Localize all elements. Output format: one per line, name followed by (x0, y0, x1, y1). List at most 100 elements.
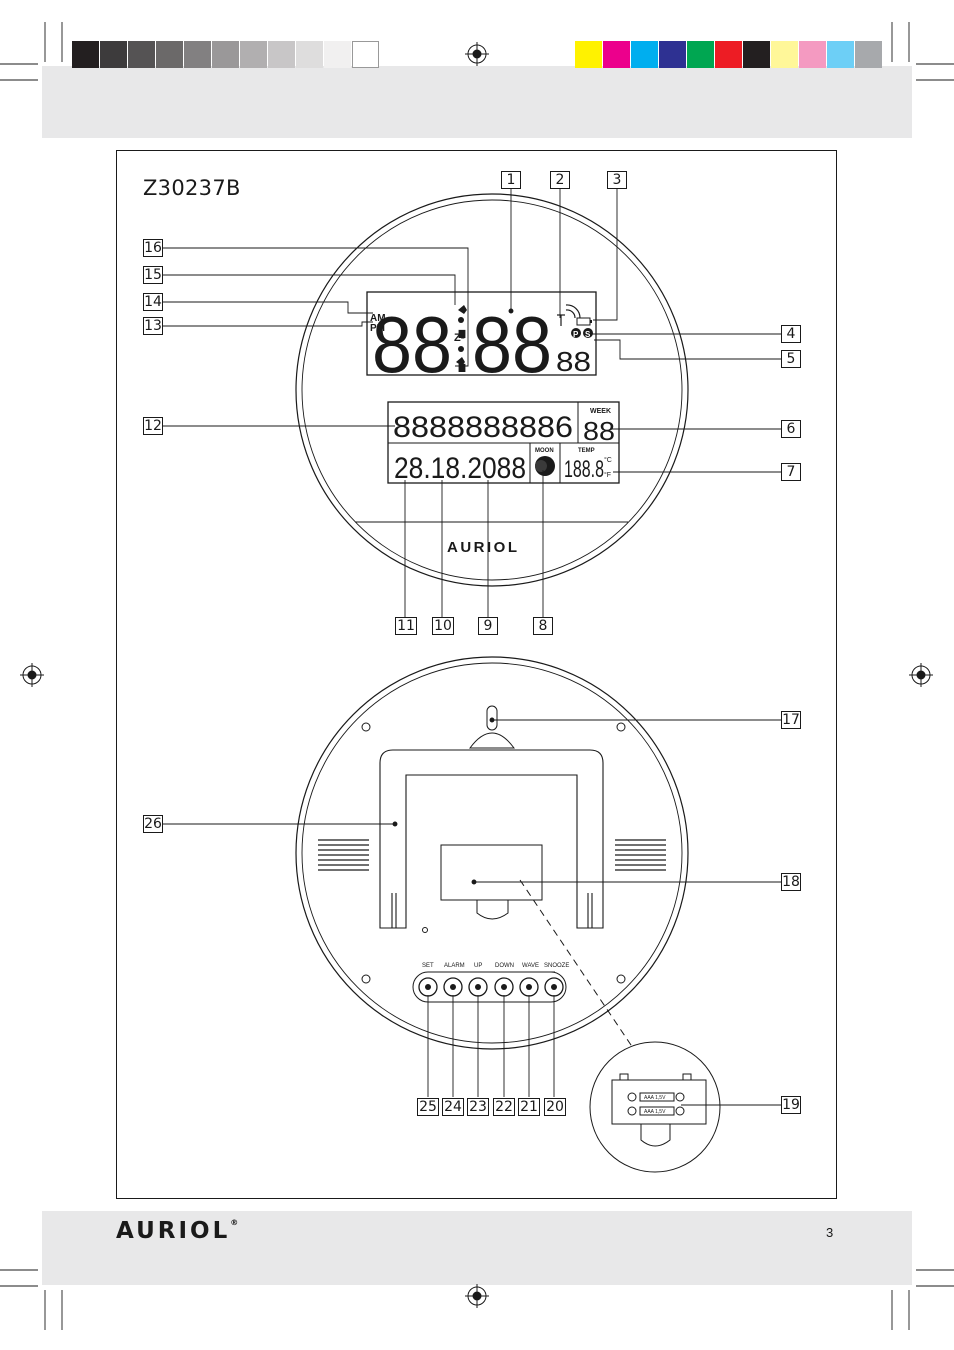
callout-15: 15 (143, 266, 163, 284)
model-number: Z30237B (143, 176, 241, 200)
color-swatch (771, 41, 798, 68)
trademark-mark: ® (230, 1218, 239, 1227)
lcd-text-row: 8888888886 (393, 411, 573, 444)
callout-14: 14 (143, 293, 163, 311)
svg-text:AAA 1,5V: AAA 1,5V (644, 1109, 666, 1115)
lcd-time-digits: 88:88 (372, 300, 552, 389)
battery-detail-view (589, 1041, 721, 1173)
color-swatch (100, 41, 127, 68)
callout-16: 16 (143, 239, 163, 257)
callout-1: 1 (501, 171, 521, 189)
callout-5: 5 (781, 350, 801, 368)
svg-text:ALARM: ALARM (444, 963, 465, 969)
callout-7: 7 (781, 463, 801, 481)
button-wave[interactable] (519, 977, 539, 997)
registration-mark-left (20, 663, 44, 687)
callout-11: 11 (395, 617, 417, 635)
lcd-temp-digits: 188.8 (564, 456, 604, 483)
speaker-grille-right (615, 839, 666, 871)
button-snooze[interactable] (544, 977, 564, 997)
button-down[interactable] (494, 977, 514, 997)
lcd-am-label: AM (370, 313, 386, 324)
callout-9: 9 (478, 617, 498, 635)
front-brand-logo: AURIOL (447, 539, 520, 556)
color-swatch (240, 41, 267, 68)
svg-text:UP: UP (474, 963, 482, 969)
callout-12: 12 (143, 417, 163, 435)
footer-brand-logo: AURIOL® (116, 1218, 239, 1244)
callout-21: 21 (518, 1098, 540, 1116)
footer-band (42, 1211, 912, 1285)
lcd-pm-label: PM (370, 323, 385, 334)
speaker-grille-left (318, 839, 369, 871)
callout-18: 18 (781, 873, 801, 891)
front-clock-body (295, 193, 689, 587)
callout-22: 22 (493, 1098, 515, 1116)
callout-17: 17 (781, 711, 801, 729)
button-set[interactable] (418, 977, 438, 997)
color-swatch (715, 41, 742, 68)
lcd-week-digits: 88 (583, 416, 615, 446)
color-swatch (855, 41, 882, 68)
radio-letters: P S (571, 328, 593, 339)
battery-compartment-cover (440, 844, 543, 920)
color-swatch (687, 41, 714, 68)
lcd-moon-label: MOON (535, 448, 554, 454)
lcd-time-panel: AM PM 88:88 Zᶻ P S 88 (366, 291, 597, 389)
callout-3: 3 (607, 171, 627, 189)
color-swatch (827, 41, 854, 68)
callout-24: 24 (442, 1098, 464, 1116)
callout-10: 10 (432, 617, 454, 635)
color-swatch (212, 41, 239, 68)
lcd-week-label: WEEK (590, 408, 611, 415)
callout-25: 25 (417, 1098, 439, 1116)
diagram-frame (116, 150, 837, 1199)
color-swatch (72, 41, 99, 68)
color-swatch (799, 41, 826, 68)
header-band (42, 66, 912, 138)
callout-19: 19 (781, 1096, 801, 1114)
alarm2-icon (456, 357, 465, 366)
color-swatch (296, 41, 323, 68)
svg-text:P: P (573, 330, 579, 339)
color-swatch (184, 41, 211, 68)
snooze-symbol: Zᶻ (454, 332, 465, 344)
color-swatch (324, 41, 351, 68)
color-swatch (631, 41, 658, 68)
color-swatch (156, 41, 183, 68)
registration-mark-bottom (465, 1284, 489, 1308)
alarm1-icon (458, 305, 467, 314)
callout-23: 23 (467, 1098, 489, 1116)
callout-4: 4 (781, 325, 801, 343)
color-swatch (268, 41, 295, 68)
callout-26: 26 (143, 815, 163, 833)
color-swatch (128, 41, 155, 68)
lcd-info-panel: 8888888886 WEEK 88 28.18.2088 MOON TEMP … (387, 401, 620, 485)
callout-2: 2 (550, 171, 570, 189)
lcd-temp-unit-f: °F (604, 471, 611, 479)
button-alarm[interactable] (443, 977, 463, 997)
button-up[interactable] (468, 977, 488, 997)
button-labels: SET ALARM UP DOWN WAVE SNOOZE (422, 963, 569, 969)
callout-13: 13 (143, 317, 163, 335)
colon-top-dot (458, 317, 464, 323)
svg-text:S: S (585, 330, 591, 339)
back-leader-lines (163, 717, 781, 1106)
color-swatch (743, 41, 770, 68)
lcd-temp-label: TEMP (578, 448, 595, 454)
battery-icon (576, 317, 592, 326)
registration-mark-right (909, 663, 933, 687)
callout-20: 20 (544, 1098, 566, 1116)
svg-text:DOWN: DOWN (495, 963, 514, 969)
color-swatch (659, 41, 686, 68)
colon-bottom-dot (458, 346, 464, 352)
radio-signal-icon (557, 304, 581, 326)
color-swatch (575, 41, 602, 68)
hanging-hole (469, 705, 515, 749)
color-swatch (603, 41, 630, 68)
battery-labels: AAA 1,5V AAA 1,5V (644, 1095, 666, 1115)
callout-8: 8 (533, 617, 553, 635)
detail-dashed-line (519, 879, 634, 1049)
lcd-seconds-digits: 88 (556, 346, 591, 377)
